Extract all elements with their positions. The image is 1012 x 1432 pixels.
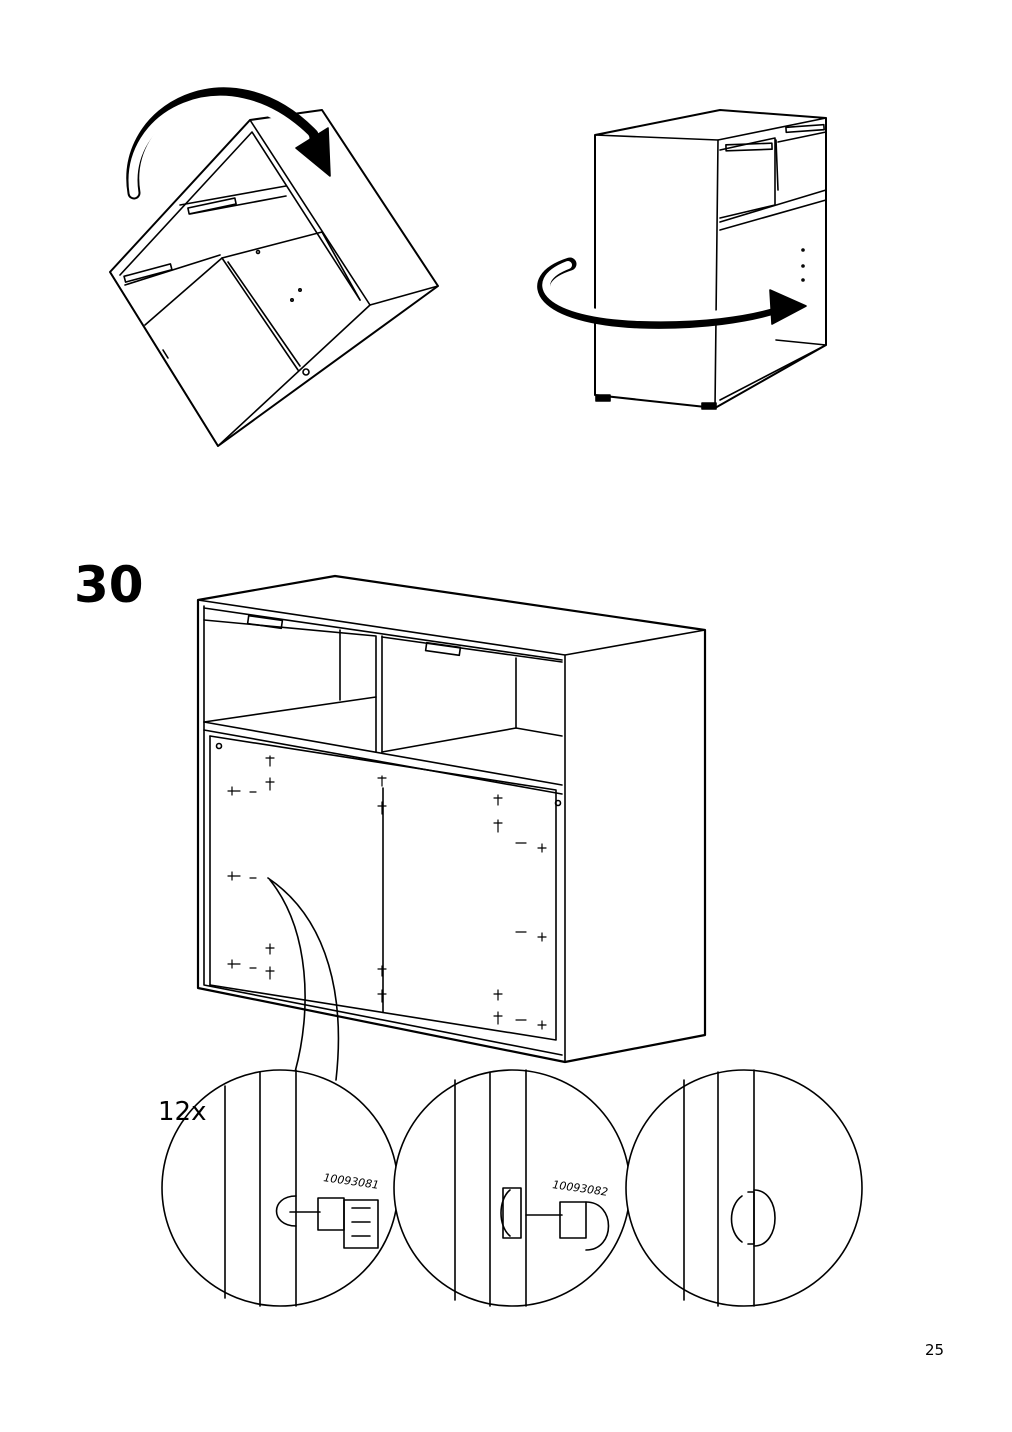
flip-arrow-icon bbox=[126, 87, 331, 200]
main-cabinet-illustration bbox=[196, 574, 707, 1064]
detail-circle-2 bbox=[393, 1069, 631, 1307]
detail-circle-3 bbox=[625, 1069, 863, 1307]
tilted-cabinet-illustration bbox=[109, 109, 439, 447]
callout-pointer bbox=[267, 877, 340, 1081]
quantity-label: 12x bbox=[158, 1097, 206, 1127]
upright-cabinet-illustration bbox=[594, 109, 827, 410]
page-number: 25 bbox=[925, 1341, 945, 1359]
rotate-arrow-icon bbox=[537, 257, 807, 329]
step-number: 30 bbox=[74, 556, 144, 614]
